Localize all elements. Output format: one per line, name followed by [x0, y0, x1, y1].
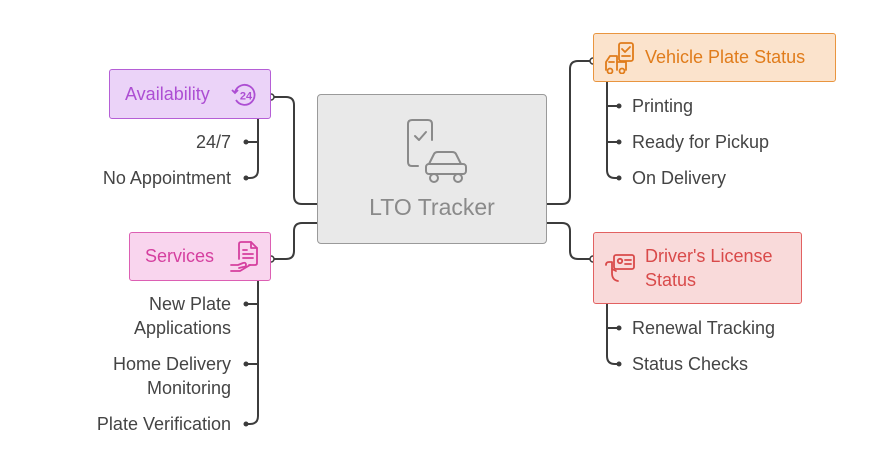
vehicle-plate-status-node[interactable]: Vehicle Plate Status — [593, 33, 836, 82]
services-item: Plate Verification — [96, 414, 231, 434]
vehicle-plate-status-item: Ready for Pickup — [632, 132, 770, 152]
24-hours-icon: 24 — [231, 83, 256, 106]
hand-holding-id-card-icon — [605, 254, 635, 282]
drivers-license-status-label-line1: Driver's License — [645, 246, 773, 266]
car-checklist-icon — [407, 118, 467, 183]
services-label: Services — [145, 246, 215, 266]
24-hours-icon-text: 24 — [240, 91, 253, 103]
availability-label: Availability — [125, 83, 210, 104]
center-node-lto-tracker[interactable]: LTO Tracker — [317, 94, 547, 244]
drivers-license-status-item: Renewal Tracking — [632, 318, 776, 338]
hand-document-icon — [230, 241, 258, 272]
drivers-license-status-item: Status Checks — [632, 354, 749, 374]
drivers-license-status-label-line2: Status — [645, 270, 697, 290]
availability-node[interactable]: Availability 24 — [109, 69, 271, 119]
vehicle-plate-status-item: Printing — [632, 96, 694, 116]
services-node[interactable]: Services — [129, 232, 271, 281]
delivery-truck-checklist-icon — [605, 42, 634, 74]
availability-item: No Appointment — [102, 168, 231, 188]
center-title: LTO Tracker — [369, 193, 495, 220]
vehicle-plate-status-item: On Delivery — [632, 168, 727, 188]
availability-item: 24/7 — [195, 132, 231, 152]
vehicle-plate-status-label: Vehicle Plate Status — [645, 47, 806, 67]
